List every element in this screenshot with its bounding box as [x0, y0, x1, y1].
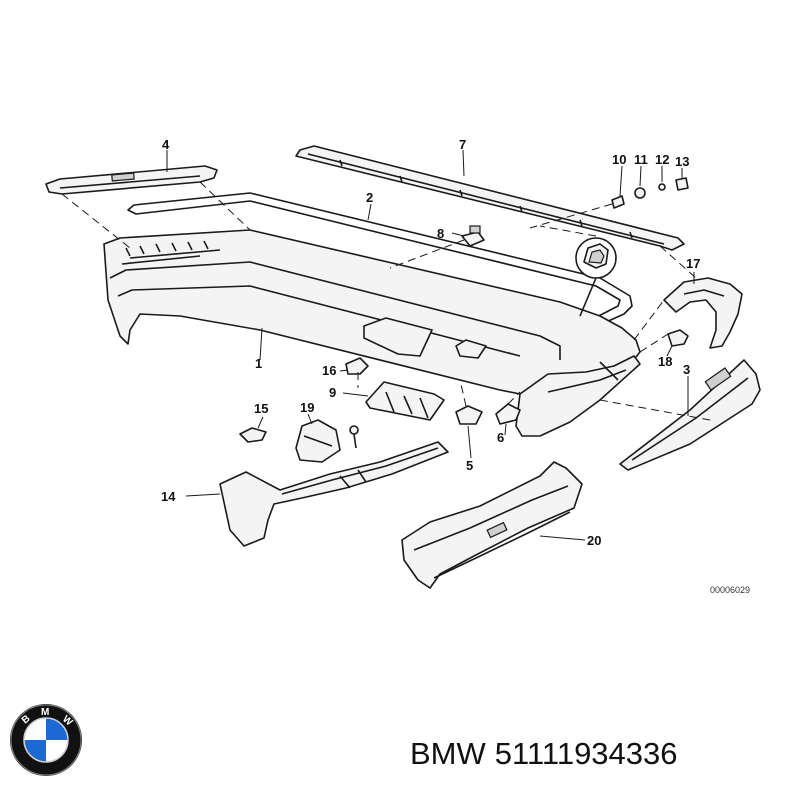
- callout-14: 14: [161, 489, 176, 504]
- part-16-clip: [345, 357, 369, 375]
- part-17-arch-trim: [663, 277, 743, 349]
- part-19-bracket: [295, 419, 341, 463]
- part-3-side-trim: [619, 359, 761, 471]
- fasteners-10-13: [611, 177, 689, 209]
- callout-18: 18: [658, 354, 672, 369]
- bmw-roundel-icon: B M W: [10, 704, 82, 776]
- part-14-lower-trim: [219, 441, 449, 547]
- part-8-clip: [461, 225, 485, 247]
- part-5-clip: [455, 405, 483, 425]
- brand-name: BMW: [410, 736, 486, 771]
- callout-16: 16: [322, 363, 336, 378]
- callout-13: 13: [675, 154, 689, 169]
- alignment-lines: [61, 181, 711, 421]
- callout-5: 5: [466, 458, 473, 473]
- callout-15: 15: [254, 401, 268, 416]
- callout-2: 2: [366, 190, 373, 205]
- callout-8: 8: [437, 226, 444, 241]
- part-15-nut: [239, 427, 267, 443]
- callout-labels: 4 2 7 10 11 12 13 8 17 18 3 1 16 9 15 19…: [161, 137, 700, 548]
- part-20-lower-bracket: [401, 461, 583, 589]
- callout-1: 1: [255, 356, 262, 371]
- strip-detail-view: [575, 237, 617, 317]
- screw-part: [349, 425, 359, 449]
- callout-9: 9: [329, 385, 336, 400]
- callout-4: 4: [162, 137, 170, 152]
- callout-12: 12: [655, 152, 669, 167]
- callout-6: 6: [497, 430, 504, 445]
- logo-letter-m: M: [41, 707, 49, 718]
- part-9-bracket: [365, 381, 445, 421]
- part-18-clip: [667, 329, 689, 347]
- callout-11: 11: [634, 152, 648, 167]
- part-number: 51111934336: [494, 736, 678, 771]
- callout-10: 10: [612, 152, 626, 167]
- callout-19: 19: [300, 400, 314, 415]
- part-4-trim-strip: [45, 165, 218, 195]
- part-1-bumper-cover: [103, 229, 641, 437]
- part-6-clip: [495, 403, 521, 425]
- callout-20: 20: [587, 533, 601, 548]
- callout-17: 17: [686, 256, 700, 271]
- leader-lines: [166, 149, 695, 541]
- part-7-bumper-strip: [295, 145, 685, 251]
- drawing-code: 00006029: [710, 585, 750, 595]
- callout-7: 7: [459, 137, 466, 152]
- callout-3: 3: [683, 362, 690, 377]
